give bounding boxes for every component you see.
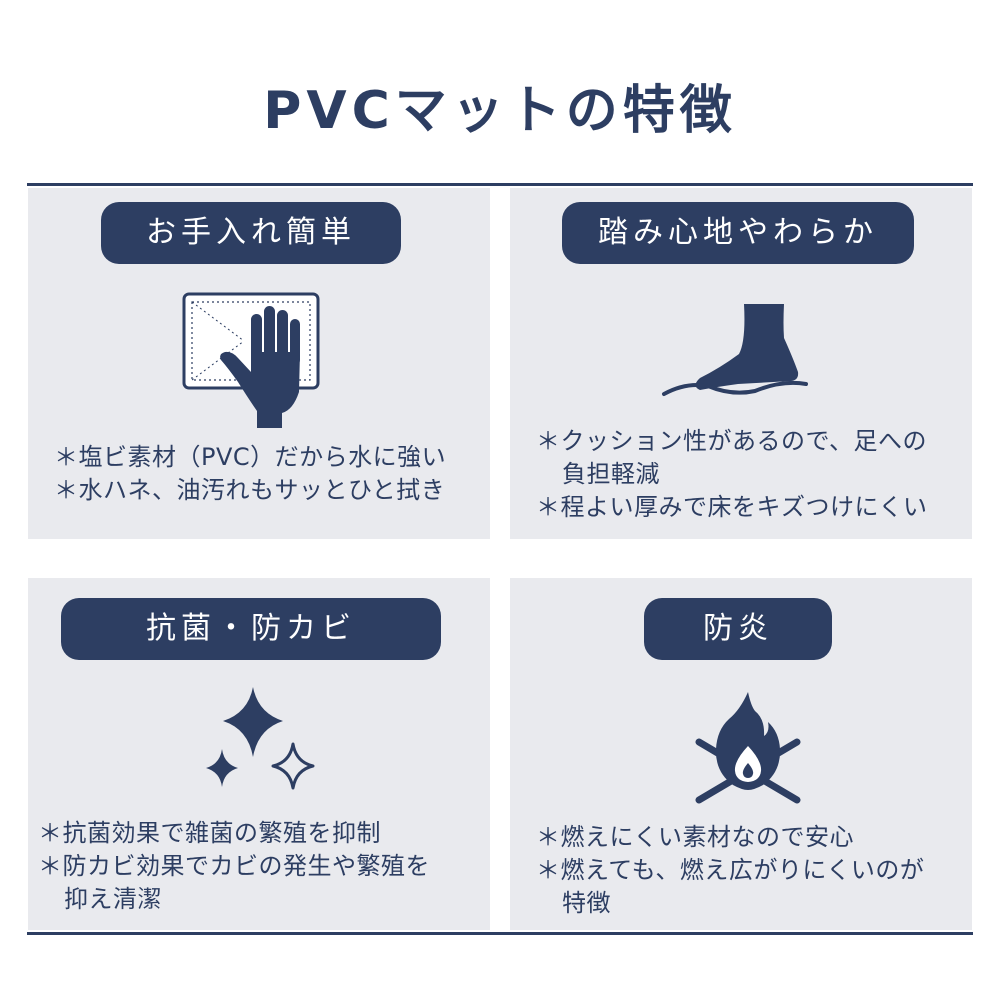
feature-desc-soft-step: ＊クッション性があるので、足への 負担軽減 ＊程よい厚みで床をキズつけにくい: [536, 425, 928, 524]
feature-desc-line: ＊抗菌効果で雑菌の繁殖を抑制: [38, 819, 381, 847]
feature-desc-line: ＊クッション性があるので、足への: [536, 427, 928, 455]
foot-on-cushion-icon: [662, 304, 808, 396]
feature-desc-antibacterial: ＊抗菌効果で雑菌の繁殖を抑制 ＊防カビ効果でカビの発生や繁殖を 抑え清潔: [38, 817, 430, 916]
feature-desc-line: ＊塩ビ素材（PVC）だから水に強い: [54, 443, 447, 471]
feature-card-easy-care: お手入れ簡単 ＊塩ビ素材（PVC）だから水に強い ＊水ハネ、油汚れもサッとひと拭…: [28, 188, 490, 539]
feature-heading-easy-care: お手入れ簡単: [101, 202, 401, 264]
feature-desc-line: 特徴: [562, 889, 611, 917]
hand-wiping-mat-icon: [182, 292, 320, 428]
feature-desc-line: ＊防カビ効果でカビの発生や繁殖を: [38, 852, 430, 880]
feature-desc-line: 負担軽減: [562, 460, 660, 488]
feature-card-flame-resistant: 防炎 ＊燃えにくい素材なので安心 ＊燃えても、燃え広がりにくいのが 特徴: [510, 578, 972, 930]
feature-desc-line: 抑え清潔: [64, 885, 162, 913]
feature-desc-line: ＊程よい厚みで床をキズつけにくい: [536, 493, 928, 521]
feature-desc-easy-care: ＊塩ビ素材（PVC）だから水に強い ＊水ハネ、油汚れもサッとひと拭き: [54, 441, 446, 507]
feature-desc-flame-resistant: ＊燃えにくい素材なので安心 ＊燃えても、燃え広がりにくいのが 特徴: [536, 821, 924, 920]
feature-card-antibacterial: 抗菌・防カビ ＊抗菌効果で雑菌の繁殖を抑制 ＊防カビ効果でカビの発生や繁殖を 抑…: [28, 578, 490, 930]
bottom-divider: [27, 932, 973, 935]
feature-desc-line: ＊水ハネ、油汚れもサッとひと拭き: [54, 476, 446, 504]
feature-card-soft-step: 踏み心地やわらか ＊クッション性があるので、足への 負担軽減 ＊程よい厚みで床を…: [510, 188, 972, 539]
feature-heading-flame-resistant: 防炎: [644, 598, 832, 660]
feature-heading-soft-step: 踏み心地やわらか: [562, 202, 914, 264]
feature-desc-line: ＊燃えても、燃え広がりにくいのが: [536, 856, 925, 884]
feature-heading-antibacterial: 抗菌・防カビ: [61, 598, 441, 660]
top-divider: [27, 183, 973, 186]
feature-desc-line: ＊燃えにくい素材なので安心: [536, 823, 855, 851]
flame-resistant-icon: [695, 692, 801, 804]
sparkle-icon: [206, 687, 315, 790]
page-title: PVCマットの特徴: [263, 81, 737, 141]
